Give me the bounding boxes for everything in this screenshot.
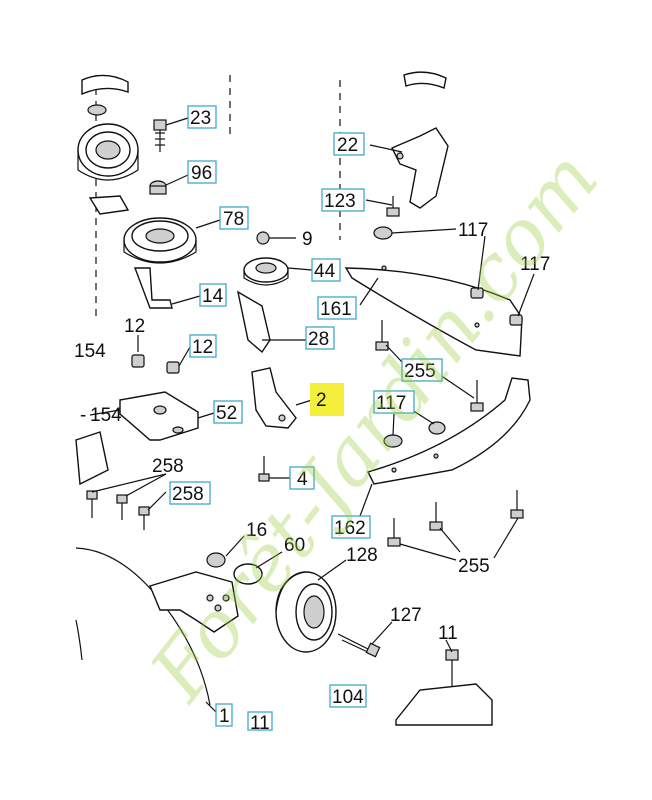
bolt-4 bbox=[258, 456, 270, 482]
bolts-258 bbox=[86, 490, 150, 530]
bracket-left bbox=[88, 195, 130, 215]
wheel-128 bbox=[275, 571, 337, 653]
spacer-96 bbox=[149, 180, 167, 195]
callout-161: 161 bbox=[320, 299, 352, 320]
washer-117-top bbox=[373, 226, 393, 240]
callout-1: 1 bbox=[219, 706, 230, 727]
callout-9: 9 bbox=[302, 229, 313, 250]
callout-60: 60 bbox=[284, 535, 305, 556]
bolt-11 bbox=[445, 649, 459, 690]
callout-117-top: 117 bbox=[458, 220, 488, 241]
bracket-2 bbox=[251, 367, 297, 429]
callout-52: 52 bbox=[216, 403, 237, 424]
nut-12a bbox=[131, 354, 145, 368]
callout-23: 23 bbox=[190, 108, 211, 129]
callout-255-bottom: 255 bbox=[458, 556, 490, 577]
dashed-outlines bbox=[95, 75, 341, 320]
bracket-28 bbox=[236, 290, 271, 354]
bolt-123 bbox=[386, 196, 400, 217]
bolts-255-bottom bbox=[387, 490, 524, 547]
mount-bracket-16 bbox=[149, 552, 263, 633]
bracket-52 bbox=[119, 391, 199, 441]
callout-44: 44 bbox=[314, 261, 336, 282]
bolt-127 bbox=[337, 633, 381, 658]
idler-pulley-78 bbox=[123, 217, 197, 264]
callout-22: 22 bbox=[337, 135, 358, 156]
blade-162 bbox=[366, 377, 531, 485]
callout-11-right: 11 bbox=[438, 623, 458, 644]
callout-12-right: 12 bbox=[192, 337, 213, 358]
washer-117-mid bbox=[383, 421, 446, 448]
callout-12-left: 12 bbox=[124, 316, 145, 337]
callout-96: 96 bbox=[191, 163, 212, 184]
top-left-pulley bbox=[77, 74, 139, 181]
idler-arm-14 bbox=[133, 267, 173, 309]
callout-154-upper: 154 bbox=[74, 341, 106, 362]
callout-258-top: 258 bbox=[152, 456, 184, 477]
callout-154-lower: 154 bbox=[90, 405, 122, 426]
callout-123: 123 bbox=[324, 191, 356, 212]
callout-154-dash: - bbox=[80, 405, 86, 426]
callout-2-highlighted: 2 bbox=[316, 390, 327, 411]
pulley-44 bbox=[243, 257, 289, 286]
callout-11-bottom: 11 bbox=[250, 713, 270, 734]
callout-258-boxed: 258 bbox=[172, 484, 204, 505]
callouts: 23 96 78 9 44 14 12 12 154 154 - 52 28 2… bbox=[74, 105, 550, 734]
callout-16: 16 bbox=[246, 520, 267, 541]
callout-117-right: 117 bbox=[520, 254, 550, 275]
callout-127: 127 bbox=[390, 605, 422, 626]
bolt-23 bbox=[153, 119, 167, 152]
callout-117-mid: 117 bbox=[376, 393, 406, 414]
callout-255-center: 255 bbox=[404, 361, 436, 382]
callout-128: 128 bbox=[346, 545, 378, 566]
callout-78: 78 bbox=[223, 209, 244, 230]
nut-9 bbox=[256, 231, 270, 245]
bolt-255-center bbox=[375, 320, 484, 412]
callout-28: 28 bbox=[308, 329, 329, 350]
callout-104: 104 bbox=[332, 687, 364, 708]
callout-162: 162 bbox=[334, 518, 366, 539]
nut-12b bbox=[166, 361, 180, 374]
top-right-pulley bbox=[403, 71, 447, 89]
engine-block-104 bbox=[395, 683, 493, 726]
bracket-22 bbox=[391, 127, 449, 209]
callout-4: 4 bbox=[297, 469, 308, 490]
nut-117-right bbox=[470, 287, 523, 326]
watermark-text: Forêt-Jardin.com bbox=[133, 135, 616, 718]
callout-14: 14 bbox=[202, 286, 224, 307]
watermark-logo: Forêt-Jardin.com bbox=[133, 135, 616, 718]
